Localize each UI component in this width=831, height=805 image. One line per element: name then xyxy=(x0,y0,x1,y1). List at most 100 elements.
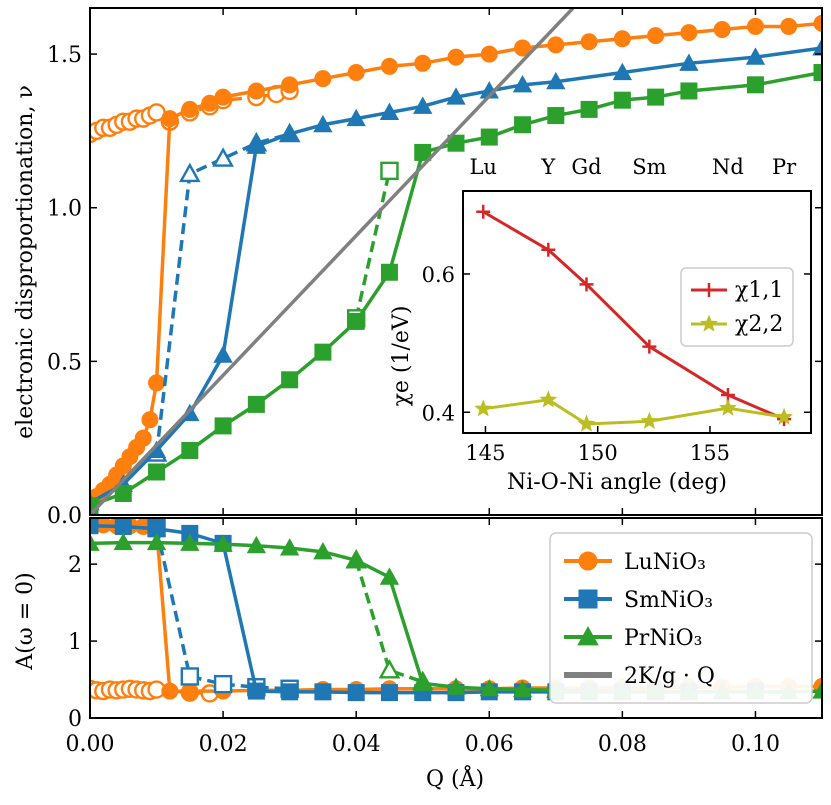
legend-label-1: SmNiO₃ xyxy=(624,588,713,613)
inset-y-tick-label: 0.6 xyxy=(422,263,455,287)
data-point-chi11 xyxy=(541,242,556,257)
data-point-lu xyxy=(447,48,465,66)
data-point-pr_sweep xyxy=(380,161,399,181)
bottom-x-label: Q (Å) xyxy=(426,764,484,792)
data-point-pr xyxy=(446,677,466,695)
bottom-legend: LuNiO₃ SmNiO₃ PrNiO₃ 2K/g · Q xyxy=(549,532,813,704)
data-point-pr xyxy=(346,550,366,568)
data-point-pr xyxy=(514,116,532,134)
data-point-lu xyxy=(247,82,265,100)
data-point-pr xyxy=(379,567,400,585)
inset-top-label: Nd xyxy=(712,155,744,179)
data-point-sm xyxy=(246,136,267,154)
data-point-lu xyxy=(281,76,299,94)
data-point-lu xyxy=(647,27,665,45)
series-line-pr_sweep xyxy=(354,170,392,319)
inset-top-label: Sm xyxy=(632,155,666,179)
bottom-frame xyxy=(89,517,823,719)
data-point-lu xyxy=(314,70,332,88)
data-point-pr xyxy=(114,484,132,502)
data-point-pr_sweep xyxy=(378,659,401,679)
data-point-chi22 xyxy=(718,398,737,416)
data-point-chi11 xyxy=(579,277,594,292)
data-point-chi22 xyxy=(474,399,493,417)
data-point-lu xyxy=(134,429,152,447)
data-point-sm xyxy=(281,683,299,701)
series-line-chi22 xyxy=(483,398,785,426)
inset-legend-marker-1 xyxy=(700,314,718,332)
data-point-pr xyxy=(613,91,631,109)
bottom-x-tick-label: 0.02 xyxy=(199,732,248,757)
data-point-chi22 xyxy=(775,407,794,425)
data-point-sm xyxy=(446,87,466,105)
data-point-pr xyxy=(447,134,465,152)
data-point-sm xyxy=(413,96,433,114)
data-point-pr xyxy=(512,679,533,698)
top-y-tick-label: 0.0 xyxy=(47,504,82,529)
data-point-pr xyxy=(213,534,233,552)
inset-legend-marker-0 xyxy=(702,283,716,297)
data-point-lu xyxy=(141,411,159,429)
inset-plot-area xyxy=(474,204,794,432)
data-point-sm xyxy=(314,683,332,701)
inset-x-tick-label: 155 xyxy=(690,441,730,465)
data-point-sm xyxy=(612,62,633,81)
data-point-lu xyxy=(547,36,565,54)
data-point-pr xyxy=(146,532,167,551)
data-point-sm xyxy=(379,102,400,121)
legend-marker-0 xyxy=(578,551,598,571)
data-point-pr xyxy=(148,463,166,481)
bottom-y-label: A(ω = 0) xyxy=(13,572,38,670)
data-point-pr xyxy=(480,128,498,146)
data-point-pr xyxy=(547,107,565,125)
data-point-pr xyxy=(812,681,822,699)
data-point-lu xyxy=(148,374,166,392)
data-point-lu xyxy=(514,39,532,57)
series-line-sm_sweep xyxy=(154,527,290,691)
series-line-pr_sweep xyxy=(354,559,424,684)
data-point-pr xyxy=(746,76,764,94)
inset-x-label: Ni-O-Ni angle (deg) xyxy=(507,470,727,495)
data-point-sm_sweep xyxy=(213,674,233,694)
data-point-lu xyxy=(347,64,365,82)
data-point-sm xyxy=(380,684,398,702)
data-point-sm_sweep xyxy=(178,162,201,183)
data-point-lu xyxy=(580,33,598,51)
top-y-tick-label: 1.5 xyxy=(47,43,82,68)
data-point-lu xyxy=(214,88,232,106)
legend-label-3: 2K/g · Q xyxy=(624,664,715,689)
data-point-sm xyxy=(679,53,699,71)
data-point-pr xyxy=(680,82,698,100)
data-point-lu xyxy=(414,54,432,72)
data-point-pr xyxy=(479,678,499,697)
data-point-chi11 xyxy=(476,204,491,219)
bottom-x-tick-label: 0.04 xyxy=(332,732,381,757)
data-point-sm xyxy=(745,47,766,65)
inset-top-label: Y xyxy=(540,155,556,179)
data-point-lu xyxy=(161,110,179,128)
bottom-x-tick-label: 0.10 xyxy=(731,732,780,757)
legend-label-0: LuNiO₃ xyxy=(624,550,706,575)
data-point-pr xyxy=(247,395,265,413)
data-point-pr xyxy=(813,64,822,82)
legend-marker-1 xyxy=(578,589,598,609)
data-point-sm xyxy=(114,518,132,535)
data-point-lu xyxy=(813,14,822,32)
legend-label-2: PrNiO₃ xyxy=(624,626,702,651)
inset-x-tick-label: 145 xyxy=(465,441,505,465)
data-point-lu xyxy=(746,17,764,35)
inset-y-label: χe (1/eV) xyxy=(389,306,414,407)
data-point-pr xyxy=(246,535,267,554)
data-point-pr xyxy=(414,143,432,161)
data-point-pr xyxy=(214,417,232,435)
data-point-sm xyxy=(546,71,566,90)
bottom-y-tick-label: 0 xyxy=(68,707,82,732)
data-point-sm xyxy=(90,518,99,535)
data-point-pr xyxy=(113,532,133,551)
data-point-chi11 xyxy=(642,339,657,354)
data-point-sm xyxy=(313,114,333,133)
data-point-lu xyxy=(380,57,398,75)
data-point-pr xyxy=(181,441,199,459)
data-point-lu xyxy=(680,24,698,42)
